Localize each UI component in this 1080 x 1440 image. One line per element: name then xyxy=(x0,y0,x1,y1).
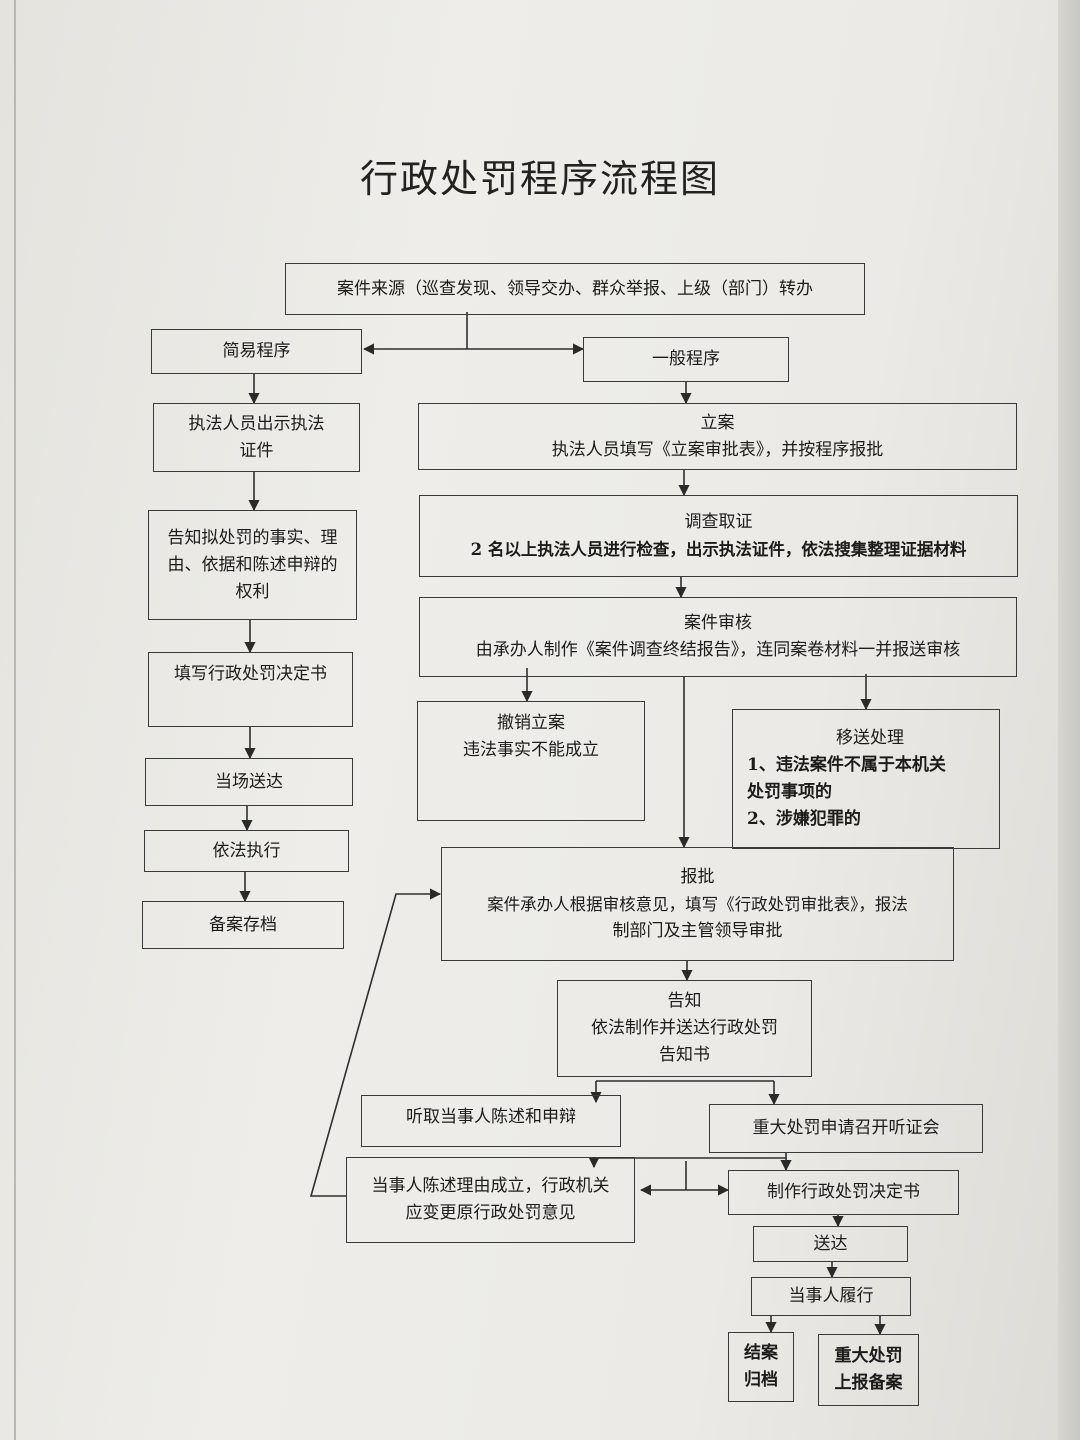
archive-box: 备案存档 xyxy=(142,901,344,949)
close-archive-box: 结案 归档 xyxy=(728,1332,794,1402)
execute-box: 依法执行 xyxy=(144,830,349,872)
fill-decision-text: 填写行政处罚决定书 xyxy=(174,664,327,684)
report-approval-line-1: 案件承办人根据审核意见，填写《行政处罚审批表》，报法 xyxy=(487,894,908,914)
hear-statement-box: 听取当事人陈述和申辩 xyxy=(361,1095,621,1147)
revoke-filing-box: 撤销立案 违法事实不能成立 xyxy=(417,701,645,821)
on-site-delivery-box: 当场送达 xyxy=(145,758,353,806)
plea-accepted-box: 当事人陈述理由成立，行政机关 应变更原行政处罚意见 xyxy=(346,1157,635,1243)
notify-heading: 告知 xyxy=(667,991,702,1011)
case-review-text: 由承办人制作《案件调查终结报告》，连同案卷材料一并报送审核 xyxy=(475,640,961,660)
general-procedure-box: 一般程序 xyxy=(583,337,789,382)
show-id-line-2: 证件 xyxy=(239,440,274,461)
hearing-apply-text: 重大处罚申请召开听证会 xyxy=(752,1118,940,1138)
party-perform-box: 当事人履行 xyxy=(751,1277,911,1316)
page-shadow-strip xyxy=(1058,0,1080,1440)
plea-accepted-line-1: 当事人陈述理由成立，行政机关 xyxy=(371,1176,610,1196)
on-site-delivery-text: 当场送达 xyxy=(215,771,283,792)
make-decision-box: 制作行政处罚决定书 xyxy=(728,1170,959,1215)
inform-rights-line-3: 权利 xyxy=(235,581,270,602)
revoke-filing-text: 违法事实不能成立 xyxy=(463,740,599,760)
transfer-box: 移送处理 1、违法案件不属于本机关 处罚事项的 2、涉嫌犯罪的 xyxy=(732,709,1000,849)
close-archive-line-1: 结案 xyxy=(744,1343,778,1363)
filing-heading: 立案 xyxy=(700,412,735,433)
case-source-box: 案件来源（巡查发现、领导交办、群众举报、上级（部门）转办 xyxy=(285,263,865,315)
case-source-text: 案件来源（巡查发现、领导交办、群众举报、上级（部门）转办 xyxy=(337,278,813,299)
investigation-heading: 调查取证 xyxy=(684,512,753,532)
transfer-line-2: 处罚事项的 xyxy=(747,782,832,802)
hearing-apply-box: 重大处罚申请召开听证会 xyxy=(709,1104,983,1153)
inform-rights-box: 告知拟处罚的事实、理 由、依据和陈述申辩的 权利 xyxy=(148,510,357,620)
case-review-box: 案件审核 由承办人制作《案件调查终结报告》，连同案卷材料一并报送审核 xyxy=(419,597,1017,677)
case-review-heading: 案件审核 xyxy=(684,613,752,633)
party-perform-text: 当事人履行 xyxy=(788,1286,874,1306)
arrow-plea-back-to-report xyxy=(309,888,442,1197)
transfer-line-1: 1、违法案件不属于本机关 xyxy=(747,755,946,775)
investigation-text: 2 名以上执法人员进行检查，出示执法证件，依法搜集整理证据材料 xyxy=(470,540,967,559)
major-penalty-report-box: 重大处罚 上报备案 xyxy=(818,1334,919,1406)
transfer-line-3: 2、涉嫌犯罪的 xyxy=(747,809,861,829)
page-title: 行政处罚程序流程图 xyxy=(359,157,720,201)
notify-line-2: 告知书 xyxy=(659,1045,710,1065)
close-archive-line-2: 归档 xyxy=(744,1370,778,1390)
filing-text: 执法人员填写《立案审批表》，并按程序报批 xyxy=(551,439,884,460)
report-approval-heading: 报批 xyxy=(680,866,715,887)
delivery-text: 送达 xyxy=(813,1233,848,1254)
report-approval-box: 报批 案件承办人根据审核意见，填写《行政处罚审批表》，报法 制部门及主管领导审批 xyxy=(441,847,954,961)
notify-line-1: 依法制作并送达行政处罚 xyxy=(591,1018,778,1038)
archive-text: 备案存档 xyxy=(209,914,277,935)
revoke-filing-heading: 撤销立案 xyxy=(497,713,565,733)
hear-statement-text: 听取当事人陈述和申辩 xyxy=(406,1107,576,1127)
report-approval-line-2: 制部门及主管领导审批 xyxy=(612,920,783,941)
page-edge xyxy=(14,0,16,1440)
show-id-box: 执法人员出示执法 证件 xyxy=(153,403,360,472)
notify-box: 告知 依法制作并送达行政处罚 告知书 xyxy=(557,980,812,1077)
execute-text: 依法执行 xyxy=(212,840,281,861)
show-id-line-1: 执法人员出示执法 xyxy=(188,413,325,434)
investigation-box: 调查取证 2 名以上执法人员进行检查，出示执法证件，依法搜集整理证据材料 xyxy=(419,495,1018,577)
general-procedure-text: 一般程序 xyxy=(652,349,720,369)
simple-procedure-box: 简易程序 xyxy=(151,329,362,374)
fill-decision-box: 填写行政处罚决定书 xyxy=(148,652,353,727)
inform-rights-line-1: 告知拟处罚的事实、理 xyxy=(167,527,338,548)
filing-box: 立案 执法人员填写《立案审批表》，并按程序报批 xyxy=(418,403,1017,470)
major-penalty-line-2: 上报备案 xyxy=(834,1373,903,1393)
make-decision-text: 制作行政处罚决定书 xyxy=(767,1182,920,1202)
major-penalty-line-1: 重大处罚 xyxy=(834,1346,903,1366)
plea-accepted-line-2: 应变更原行政处罚意见 xyxy=(405,1203,576,1223)
simple-procedure-text: 简易程序 xyxy=(222,341,291,361)
inform-rights-line-2: 由、依据和陈述申辩的 xyxy=(167,554,338,575)
transfer-heading: 移送处理 xyxy=(836,728,904,748)
delivery-box: 送达 xyxy=(753,1226,908,1262)
